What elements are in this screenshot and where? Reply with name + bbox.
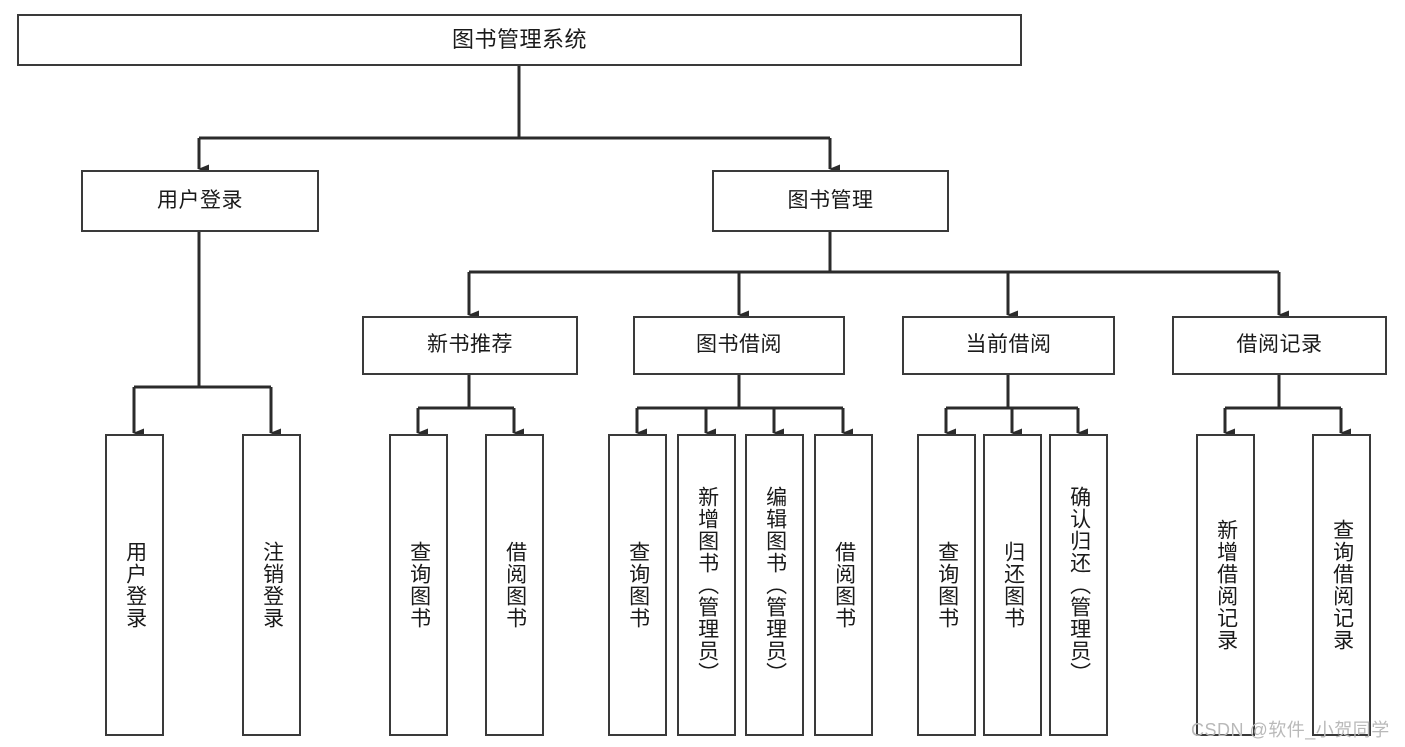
node-user-login-label: 用户登录	[157, 188, 243, 212]
node-book-management[interactable]: 图书管理	[712, 170, 949, 232]
leaf-current-confirm-return[interactable]: 确认归还（管理员）	[1049, 434, 1108, 736]
node-book-borrow-label: 图书借阅	[696, 333, 782, 357]
node-new-book-recommend[interactable]: 新书推荐	[362, 316, 578, 375]
leaf-user-logout-label: 注销登录	[260, 541, 284, 629]
leaf-record-query[interactable]: 查询借阅记录	[1312, 434, 1371, 736]
leaf-borrow-edit-book-label: 编辑图书（管理员）	[763, 486, 787, 684]
node-current-borrow[interactable]: 当前借阅	[902, 316, 1115, 375]
node-book-borrow[interactable]: 图书借阅	[633, 316, 845, 375]
leaf-borrow-add-book-label: 新增图书（管理员）	[695, 486, 719, 684]
leaf-record-add-label: 新增借阅记录	[1214, 519, 1238, 651]
leaf-borrow-do-borrow-label: 借阅图书	[832, 541, 856, 629]
leaf-current-query-book-label: 查询图书	[935, 541, 959, 629]
leaf-current-query-book[interactable]: 查询图书	[917, 434, 976, 736]
leaf-new-borrow-book[interactable]: 借阅图书	[485, 434, 544, 736]
edge-group	[132, 66, 1351, 438]
node-current-borrow-label: 当前借阅	[965, 333, 1052, 357]
leaf-user-login[interactable]: 用户登录	[105, 434, 164, 736]
node-user-login[interactable]: 用户登录	[81, 170, 319, 232]
leaf-record-query-label: 查询借阅记录	[1330, 519, 1354, 651]
leaf-new-query-book-label: 查询图书	[407, 541, 431, 629]
watermark: CSDN @软件_小贺同学	[1191, 720, 1390, 740]
leaf-current-return-book-label: 归还图书	[1001, 541, 1025, 629]
leaf-record-add[interactable]: 新增借阅记录	[1196, 434, 1255, 736]
leaf-current-return-book[interactable]: 归还图书	[983, 434, 1042, 736]
leaf-current-confirm-return-label: 确认归还（管理员）	[1067, 486, 1091, 684]
node-new-book-recommend-label: 新书推荐	[427, 333, 513, 357]
node-root-label: 图书管理系统	[451, 27, 587, 53]
leaf-borrow-query-book[interactable]: 查询图书	[608, 434, 667, 736]
node-borrow-record[interactable]: 借阅记录	[1172, 316, 1387, 375]
leaf-user-logout[interactable]: 注销登录	[242, 434, 301, 736]
leaf-borrow-edit-book[interactable]: 编辑图书（管理员）	[745, 434, 804, 736]
leaf-borrow-query-book-label: 查询图书	[626, 541, 650, 629]
leaf-new-query-book[interactable]: 查询图书	[389, 434, 448, 736]
leaf-user-login-label: 用户登录	[123, 541, 147, 629]
leaf-new-borrow-book-label: 借阅图书	[503, 541, 527, 629]
node-book-management-label: 图书管理	[787, 188, 874, 212]
leaf-borrow-do-borrow[interactable]: 借阅图书	[814, 434, 873, 736]
node-root[interactable]: 图书管理系统	[17, 14, 1022, 66]
node-borrow-record-label: 借阅记录	[1236, 333, 1323, 357]
leaf-borrow-add-book[interactable]: 新增图书（管理员）	[677, 434, 736, 736]
